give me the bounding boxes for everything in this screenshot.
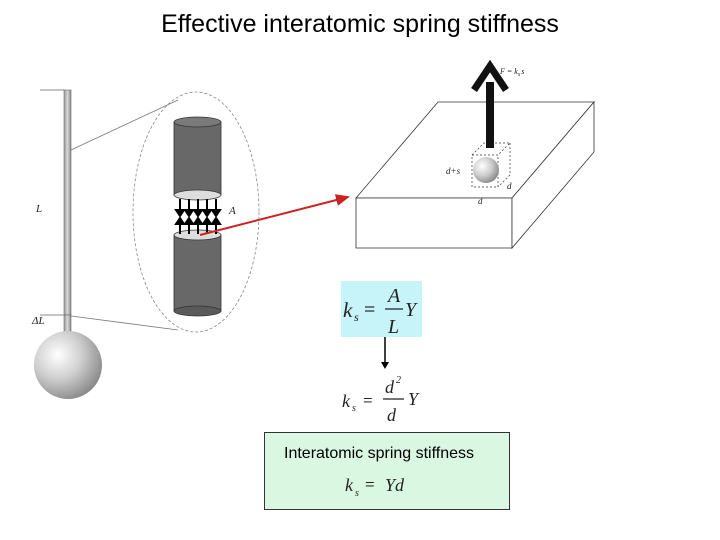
eq3-ks-sub: s [355, 488, 359, 499]
eq3-Yd: Yd [385, 475, 405, 495]
eq2-Y: Y [408, 389, 420, 409]
cube-side-label: d [507, 181, 512, 191]
force-arrows-down [174, 199, 222, 218]
eq1-ks-sub: s [354, 310, 359, 324]
eq2-denominator-d: d [387, 405, 397, 425]
hanging-sphere [34, 331, 102, 399]
result-box: Interatomic spring stiffness k s = Yd [264, 432, 510, 510]
atom-sphere [473, 157, 499, 183]
upper-cylinder [173, 116, 222, 201]
eq2-ks: k [342, 391, 351, 411]
result-heading: Interatomic spring stiffness [284, 445, 475, 462]
eq1-ks: k [343, 298, 353, 322]
eq1-Y: Y [405, 299, 418, 321]
eq3-equals: = [365, 475, 375, 494]
hanging-rod [40, 89, 72, 334]
force-label: F = kss [499, 67, 524, 78]
eq1-numerator-A: A [386, 285, 401, 307]
force-arrows-up [174, 216, 222, 234]
cube-bottom-label: d [478, 196, 483, 206]
zoom-line-bottom [70, 315, 179, 331]
rod-length-label: L [35, 203, 42, 215]
eq2-ks-sub: s [352, 403, 356, 414]
zoom-ellipse [132, 91, 260, 333]
eq2-equals: = [363, 391, 373, 410]
block-3d [355, 100, 595, 250]
eq2-numerator-d: d [385, 377, 395, 397]
eq2-superscript: 2 [396, 375, 401, 386]
area-label: A [228, 205, 236, 217]
slide-title: Effective interatomic spring stiffness [161, 10, 559, 38]
derivation-arrow-head [381, 362, 389, 369]
stiffness-equation-box: k s = A L Y [341, 281, 422, 338]
lower-cylinder [173, 229, 222, 317]
force-arrow [471, 59, 509, 148]
eq1-denominator-L: L [387, 316, 399, 337]
zoom-line-top [70, 99, 179, 151]
zoom-pointer-arrow [199, 194, 350, 236]
rod-extension-label: ΔL [31, 315, 45, 327]
eq3-ks: k [345, 475, 354, 495]
stiffness-equation-2: k s = d 2 d Y [342, 375, 420, 425]
cube-height-label: d+s [446, 166, 461, 176]
eq1-equals: = [364, 299, 375, 321]
